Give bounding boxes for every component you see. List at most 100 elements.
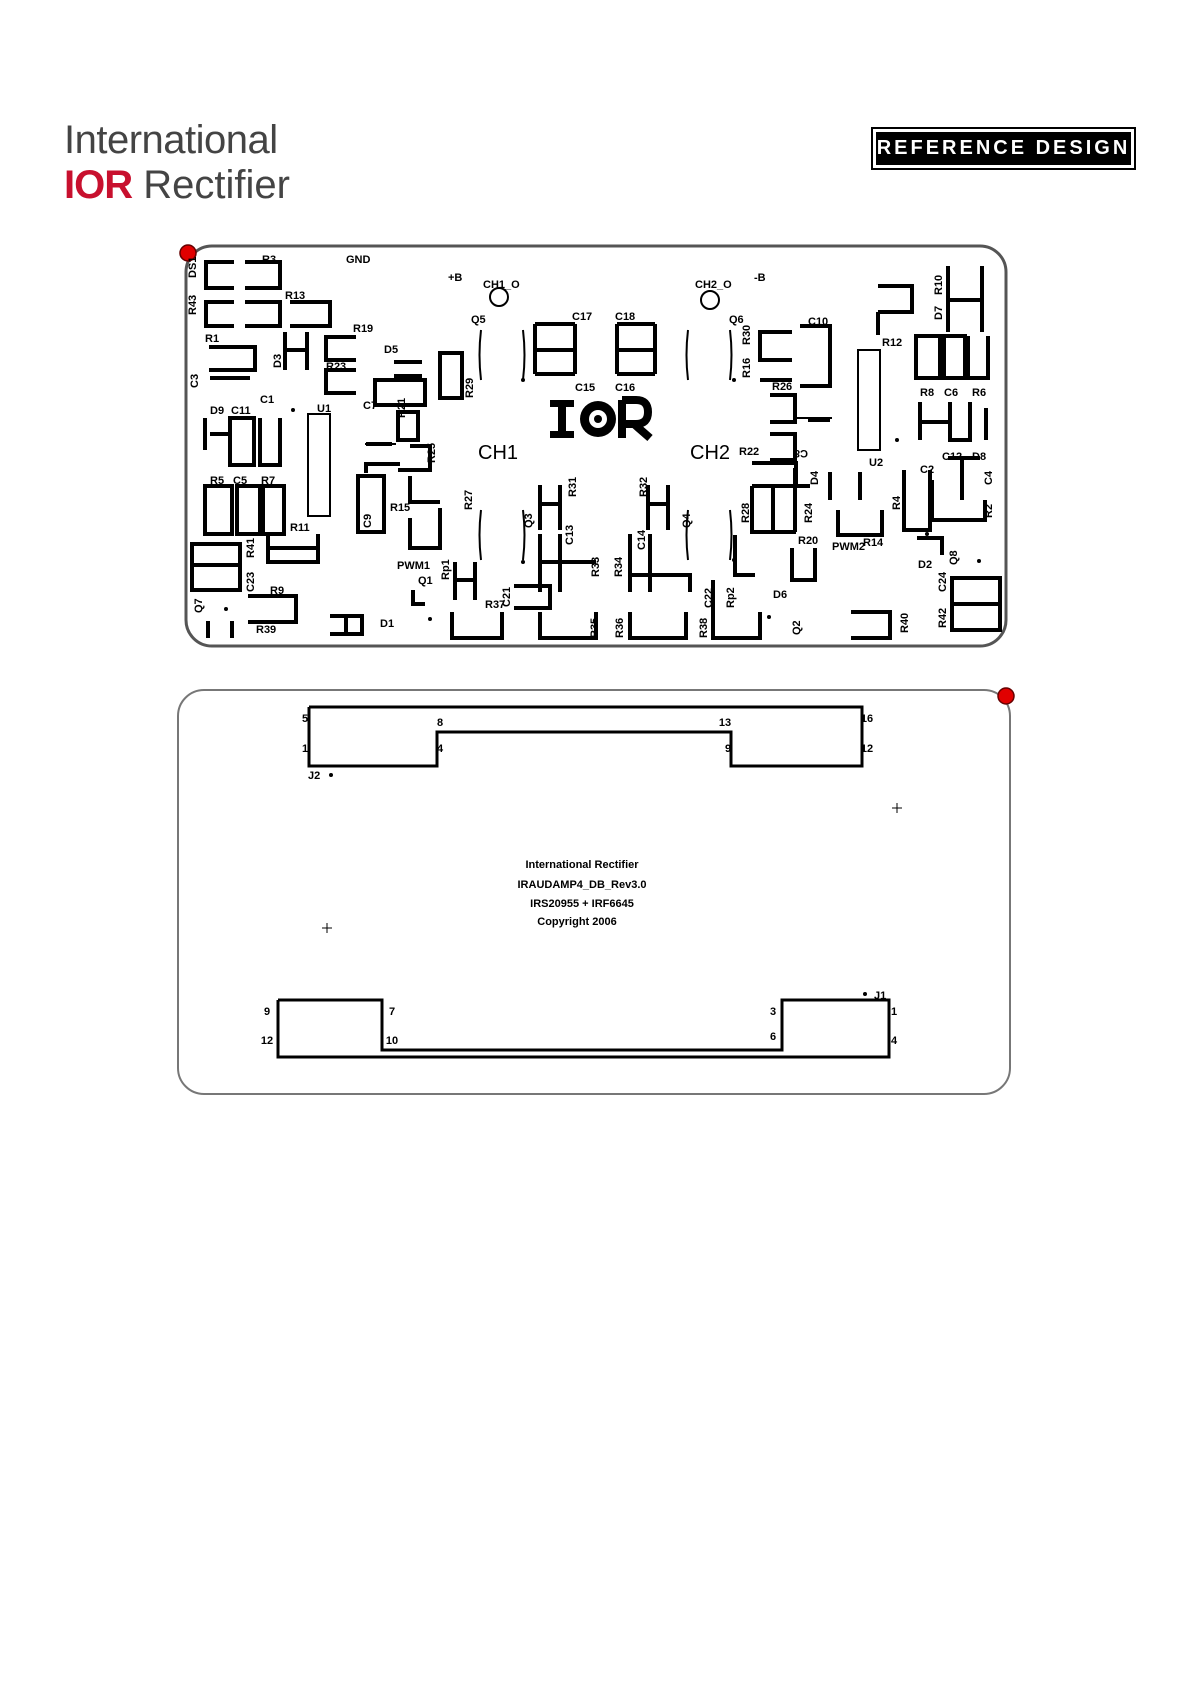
bottom-board-outline (177, 689, 1011, 1095)
j1-label: J1 (874, 990, 886, 1002)
designator-r40: R40 (899, 613, 911, 633)
pin-number: 1 (302, 743, 308, 755)
component-outlines (307, 287, 881, 561)
designator-ch2_o: CH2_O (695, 279, 732, 291)
pin-number: 1 (891, 1006, 897, 1018)
u1-outline (307, 413, 331, 517)
designator-rp2: Rp2 (725, 587, 737, 608)
designator-c15: C15 (575, 382, 595, 394)
designator-r1: R1 (205, 333, 219, 345)
designator-r34: R34 (613, 556, 625, 577)
ch2-output-pad (700, 290, 720, 310)
designator-r23: R23 (326, 361, 346, 373)
designator-c7: C7 (363, 400, 377, 412)
designator-c12: C12 (942, 451, 962, 463)
designator-r32: R32 (638, 477, 650, 497)
designator-c5: C5 (233, 475, 247, 487)
designator-r28: R28 (740, 503, 752, 523)
pin-number: 4 (437, 743, 444, 755)
designator-r43: R43 (187, 295, 199, 315)
pin-number: 9 (725, 743, 731, 755)
logo-international-text: International (64, 118, 278, 162)
designator-d4: D4 (809, 470, 821, 485)
silk-line-parts: IRS20955 + IRF6645 (530, 898, 634, 910)
designator-r9: R9 (270, 585, 284, 597)
designator-d8: D8 (972, 451, 986, 463)
designator-r2: R2 (983, 504, 995, 518)
designator-q2: Q2 (791, 620, 803, 635)
designator-c21: C21 (501, 587, 513, 607)
designator-c22: C22 (703, 588, 715, 608)
designator-c9: C9 (362, 514, 374, 528)
designator-r16: R16 (741, 358, 753, 378)
designator-r31: R31 (567, 477, 579, 497)
designator-q4: Q4 (681, 512, 693, 528)
designator-c11: C11 (231, 405, 251, 417)
designator-r25: R25 (426, 443, 438, 463)
designator-r36: R36 (614, 618, 626, 638)
designator-r4: R4 (891, 495, 903, 510)
designator-r35: R35 (589, 618, 601, 638)
designator-r11: R11 (290, 522, 310, 534)
designator-r8: R8 (920, 387, 934, 399)
designator-c1: C1 (260, 394, 274, 406)
designator-c13: C13 (564, 525, 576, 545)
designator-r10: R10 (933, 275, 945, 295)
designator-r15: R15 (390, 502, 410, 514)
logo-rectifier-line: IOR Rectifier (64, 162, 294, 208)
designator-q7: Q7 (193, 598, 205, 613)
fiducial-marker (997, 687, 1015, 705)
designator-rp1: Rp1 (440, 559, 452, 580)
designator-u1: U1 (317, 403, 331, 415)
pin-number: 7 (389, 1006, 395, 1018)
designator-r14: R14 (863, 537, 884, 549)
designator-d3: D3 (272, 354, 284, 368)
pin-number: 9 (264, 1006, 270, 1018)
pin-number: 4 (891, 1035, 898, 1047)
designator-r41: R41 (245, 538, 257, 558)
designator-r6: R6 (972, 387, 986, 399)
designator-r13: R13 (285, 290, 305, 302)
designator-r26: R26 (772, 381, 792, 393)
u2-outline (857, 349, 881, 451)
pin-number: 6 (770, 1031, 776, 1043)
silk-line-copyright: Copyright 2006 (537, 916, 616, 928)
designator-q6: Q6 (729, 314, 744, 326)
ch1-label: CH1 (478, 442, 518, 464)
designator-c18: C18 (615, 311, 635, 323)
ch1-output-pad (489, 287, 509, 307)
designator-r19: R19 (353, 323, 373, 335)
top-board: CH1 CH2 DS1R3GND+BCH1_OCH2_O-BR10R43R13Q… (179, 244, 1008, 648)
designator-q5: Q5 (471, 314, 486, 326)
designator-d6: D6 (773, 589, 787, 601)
designator-c6: C6 (944, 387, 958, 399)
designator-r7: R7 (261, 475, 275, 487)
pin-number: 8 (437, 717, 443, 729)
designator-r27: R27 (463, 490, 475, 510)
designator-r29: R29 (464, 378, 476, 398)
designator-c4: C4 (983, 470, 995, 485)
designator-c16: C16 (615, 382, 635, 394)
designator-c2: C2 (920, 464, 934, 476)
designator-c24: C24 (937, 571, 949, 592)
silk-line-board-rev: IRAUDAMP4_DB_Rev3.0 (518, 879, 647, 891)
pin1-dots (224, 378, 981, 621)
reference-design-label: REFERENCE DESIGN (876, 132, 1131, 165)
designator-r22: R22 (739, 446, 759, 458)
pin-number: 10 (386, 1035, 398, 1047)
logo-rectifier-text: Rectifier (143, 163, 290, 207)
designator-d1: D1 (380, 618, 394, 630)
designator-r21: R21 (396, 398, 408, 418)
designator-c8: C8 (794, 447, 808, 459)
designator-d2: D2 (918, 559, 932, 571)
silk-line-company: International Rectifier (525, 859, 639, 871)
center-ior-logo (550, 396, 653, 442)
designator-r38: R38 (698, 618, 710, 638)
designator-q1: Q1 (418, 575, 433, 587)
connector-j2-outline (307, 705, 864, 768)
connector-j1-outline (276, 998, 891, 1059)
designator-d7: D7 (933, 306, 945, 320)
reference-design-badge: REFERENCE DESIGN (871, 127, 1136, 170)
